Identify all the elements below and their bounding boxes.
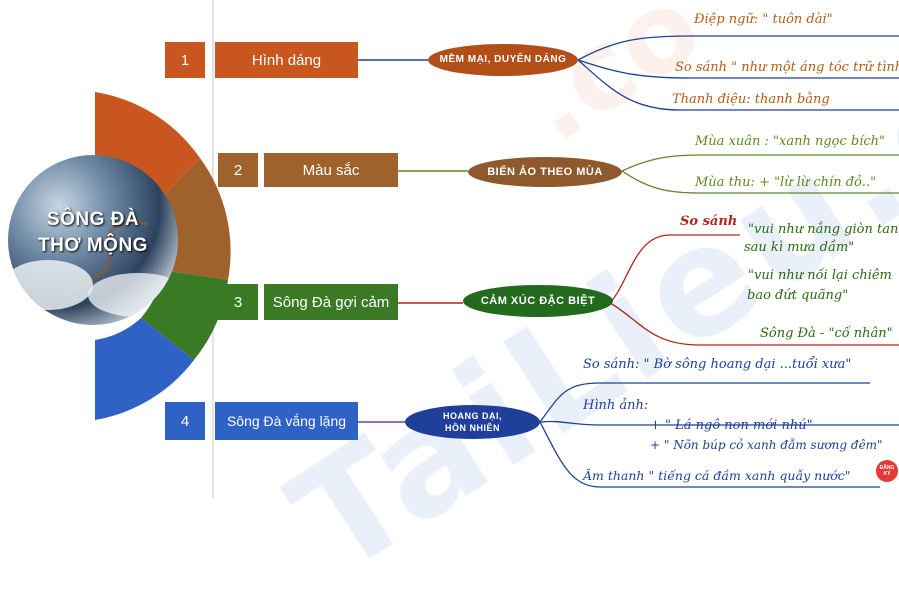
branch-1-number: 1 <box>165 42 205 78</box>
branch-1-note-3: Thanh điệu: thanh bằng <box>672 92 830 107</box>
branch-4-note-1: So sánh: " Bờ sông hoang dại ...tuổi xưa… <box>583 357 852 372</box>
branch-4-label: Sông Đà vắng lặng <box>215 402 358 440</box>
branch-2-note-1: Mùa xuân : "xanh ngọc bích" <box>695 134 886 149</box>
arc-segment-blue <box>95 318 194 420</box>
branch-4-number: 4 <box>165 402 205 440</box>
branch-3-label: Sông Đà gợi cảm <box>264 284 398 320</box>
branch-1-note-2: So sánh " như một áng tóc trữ tình" <box>675 60 899 75</box>
branch-2-number: 2 <box>218 153 258 187</box>
branch-2-label: Màu sắc <box>264 153 398 187</box>
branch-3-oval: CẢM XÚC ĐẶC BIỆT <box>463 285 613 317</box>
branch-4-note-3: + " Lá ngô non mới nhú" <box>650 418 813 433</box>
branch-4-note-2: Hình ảnh: <box>583 398 649 413</box>
branch-3-note-4: "vui như nối lại chiêm <box>748 268 892 283</box>
branch-2-oval: BIẾN ẢO THEO MÙA <box>468 157 622 187</box>
center-title: SÔNG ĐÀ THƠ MỘNG <box>38 209 148 256</box>
branch-3-note-6: Sông Đà - "cố nhân" <box>760 326 893 341</box>
branch-3-note-1: So sánh <box>680 214 738 229</box>
branch-3-note-3: sau kì mưa dầm" <box>744 240 855 255</box>
branch-2-note-2: Mùa thu: + "lừ lừ chín đỏ.." <box>695 175 877 190</box>
branch-3-number: 3 <box>218 284 258 320</box>
branch-4-oval: HOANG DẠI, HỒN NHIÊN <box>405 405 540 439</box>
branch-3-note-2: "vui như nắng giòn tan <box>748 222 899 237</box>
center-photo-circle: SÔNG ĐÀ THƠ MỘNG <box>8 155 178 325</box>
branch-1-oval: MỀM MẠI, DUYÊN DÁNG <box>428 44 578 76</box>
branch-3-note-5: bao đứt quãng" <box>747 288 849 303</box>
branch-1-label: Hình dáng <box>215 42 358 78</box>
branch-4-note-5: Âm thanh " tiếng cá đầm xanh quẫy nước" <box>583 468 851 483</box>
register-badge[interactable]: ĐĂNG KÝ <box>876 460 898 482</box>
branch-1-note-1: Điệp ngữ: " tuôn dài" <box>694 12 833 27</box>
branch-4-note-4: + " Nõn búp cỏ xanh đẫm sương đêm" <box>650 438 883 452</box>
